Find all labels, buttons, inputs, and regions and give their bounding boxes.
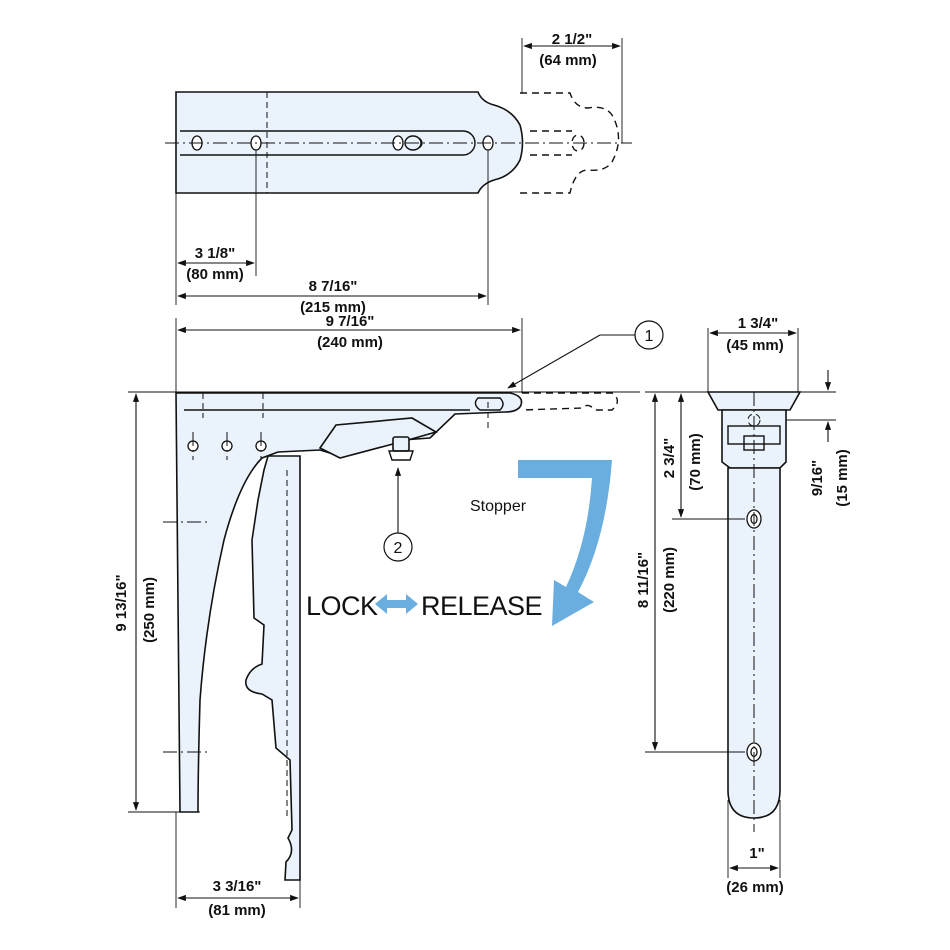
stopper-label: Stopper <box>470 498 527 515</box>
dim-thickness-inch: 9/16" <box>809 460 826 496</box>
dim-arm-width-mm: (26 mm) <box>726 879 784 896</box>
top-view-extended-ghost <box>520 92 620 194</box>
stopper-rotation-arrow <box>518 460 612 626</box>
dim-last-hole-mm: (215 mm) <box>300 299 366 316</box>
release-label: RELEASE <box>421 591 542 621</box>
dim-extension-mm: (64 mm) <box>539 52 597 69</box>
top-view-plate <box>175 91 524 194</box>
dim-hole-spacing-mm: (220 mm) <box>661 547 678 613</box>
dim-extension-inch: 2 1/2" <box>552 31 592 48</box>
top-view-slot <box>180 130 476 156</box>
stopper-lever <box>318 417 439 459</box>
dim-height-inch: 9 13/16" <box>113 574 130 631</box>
dim-last-hole-inch: 8 7/16" <box>309 278 358 295</box>
front-view: 1 3/4" (45 mm) 2 3/4" (70 mm) 8 11/16" (… <box>635 315 851 896</box>
side-view-bracket <box>175 392 523 813</box>
side-view-extended-ghost <box>521 392 619 411</box>
callout-2-label: 2 <box>394 540 403 557</box>
side-view-rail <box>245 455 301 881</box>
dim-overall-length-mm: (240 mm) <box>317 334 383 351</box>
dim-first-hole-inch: 3 1/8" <box>195 245 235 262</box>
callout-1-label: 1 <box>645 328 654 345</box>
lock-release-arrow <box>375 594 418 614</box>
dim-base-mm: (81 mm) <box>208 902 266 919</box>
dim-base-inch: 3 3/16" <box>213 878 262 895</box>
dim-top-hole-mm: (70 mm) <box>687 433 704 491</box>
dim-width-mm: (45 mm) <box>726 337 784 354</box>
dim-height-mm: (250 mm) <box>141 577 158 643</box>
dim-first-hole-mm: (80 mm) <box>186 266 244 283</box>
dim-hole-spacing-inch: 8 11/16" <box>635 552 652 608</box>
side-view: 9 7/16" (240 mm) 9 13/ <box>113 313 664 919</box>
dim-top-hole-inch: 2 3/4" <box>661 438 678 478</box>
top-view: 2 1/2" (64 mm) 3 1/8" (80 mm) 8 7/16" (2… <box>165 31 632 316</box>
dim-width-inch: 1 3/4" <box>738 315 778 332</box>
lock-label: LOCK <box>306 591 378 621</box>
dim-arm-width-inch: 1" <box>749 845 764 862</box>
dim-overall-length-inch: 9 7/16" <box>326 313 375 330</box>
dim-thickness-mm: (15 mm) <box>834 449 851 507</box>
